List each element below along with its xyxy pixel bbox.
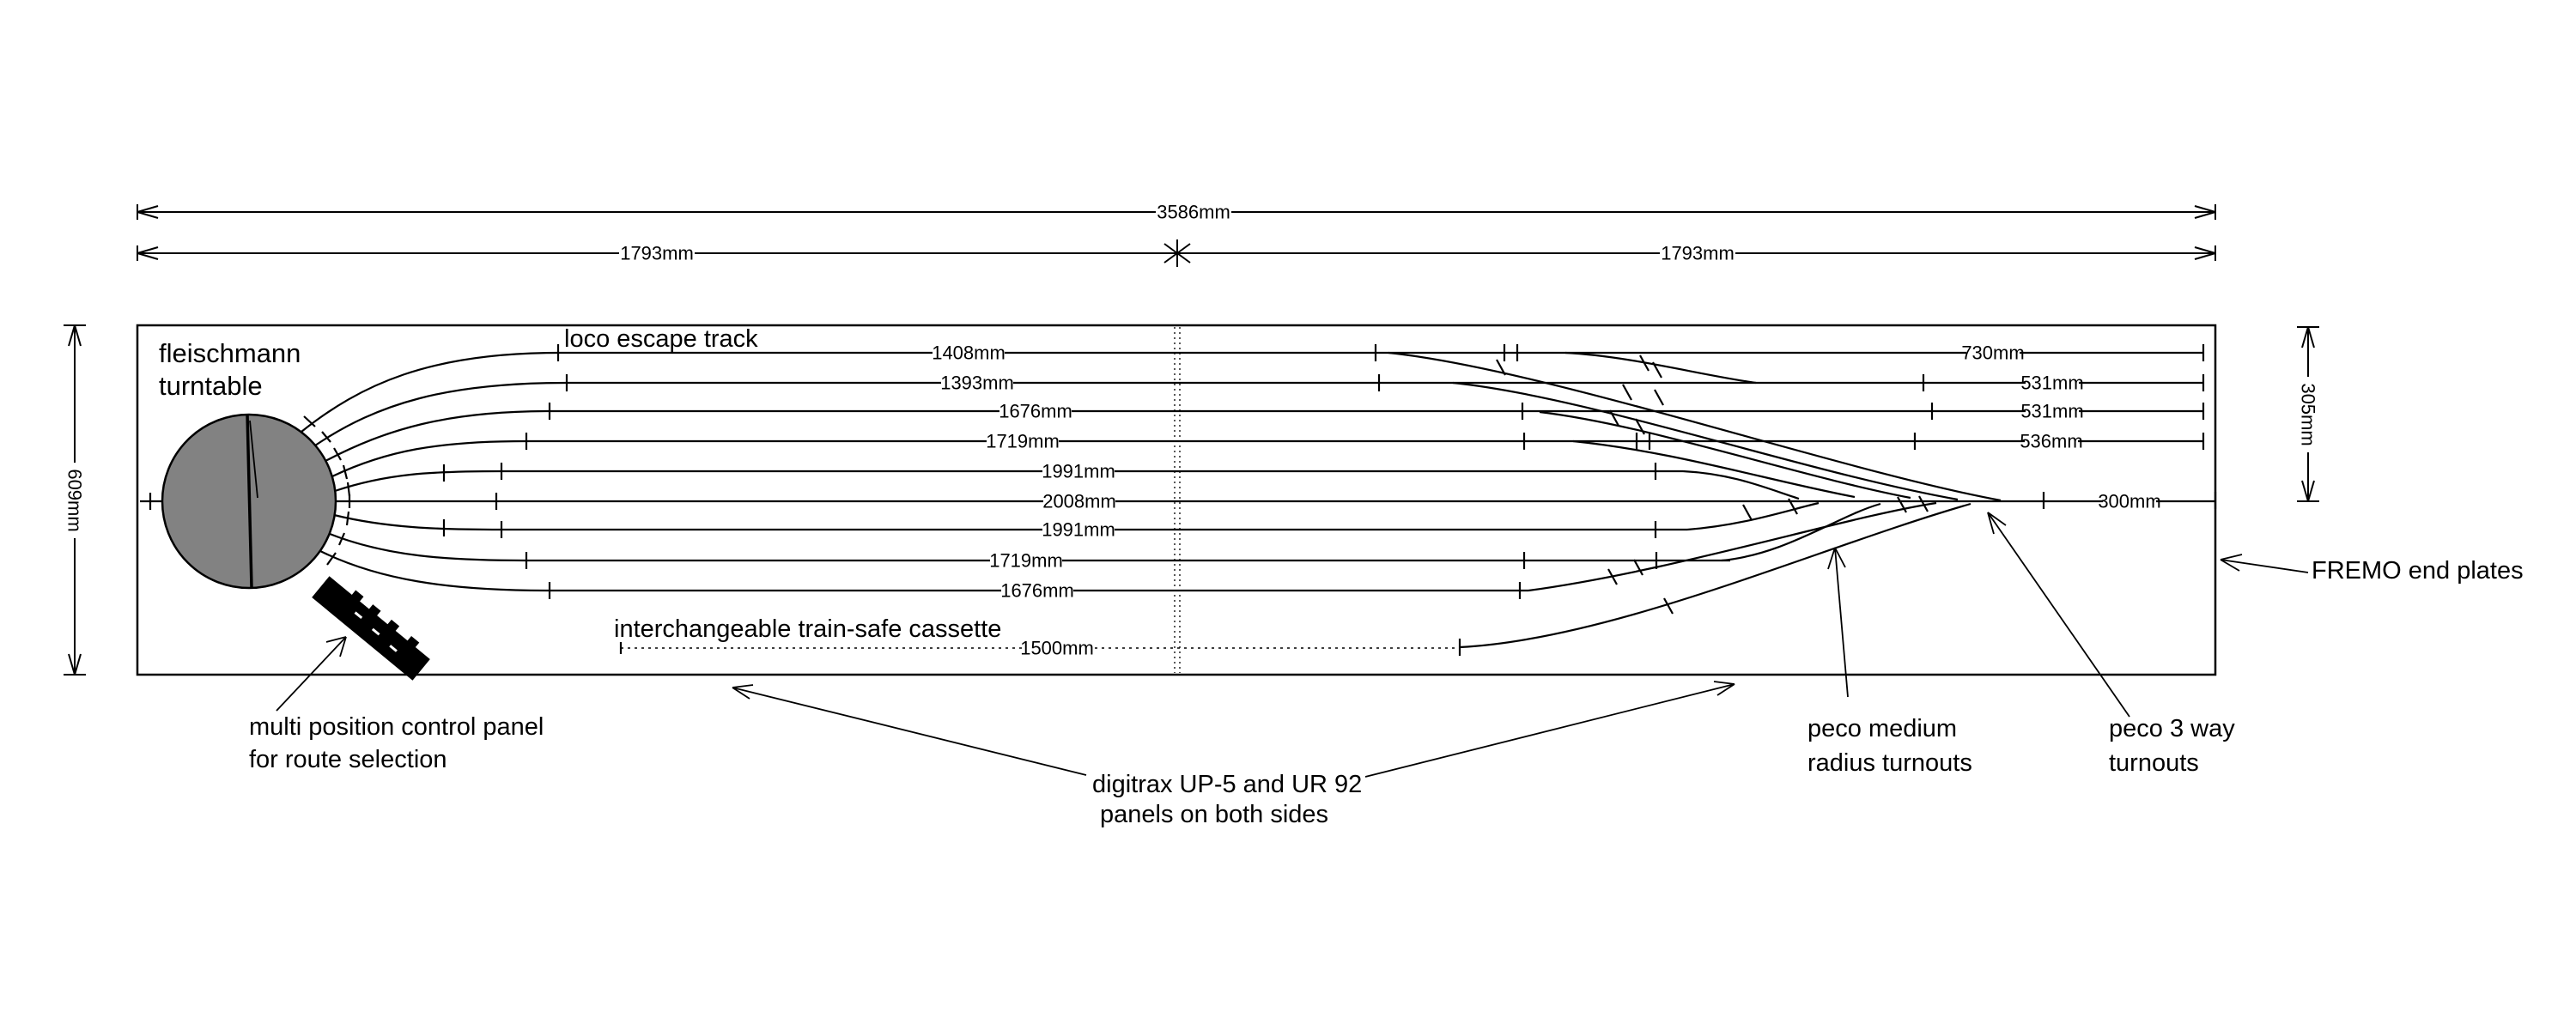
digitrax-right-arrow xyxy=(1364,681,1735,778)
right-height-label: 305mm xyxy=(2298,383,2319,445)
cassette-length-label: 1500mm xyxy=(1020,638,1094,659)
track-length-label: 1676mm xyxy=(1000,580,1074,602)
dimension-half-widths xyxy=(137,239,2216,267)
control-panel-label-line2: for route selection xyxy=(249,746,447,773)
control-panel-arrow xyxy=(276,636,347,712)
dimension-label-bg xyxy=(2297,377,2319,452)
total-width-label: 3586mm xyxy=(1157,202,1230,223)
track-length-label: 1393mm xyxy=(940,373,1014,394)
track-length-label: 1719mm xyxy=(986,431,1060,452)
control-panel xyxy=(312,576,430,681)
track-length-labels: 1408mm 1393mm 1676mm 1719mm 1991mm 2008m… xyxy=(932,342,2161,659)
stub-length-label: 536mm xyxy=(2020,431,2082,452)
control-panel-label-line1: multi position control panel xyxy=(249,713,544,741)
turntable-bridge xyxy=(246,414,253,588)
dimension-label-bg xyxy=(64,463,86,538)
peco-3way-label-line1: peco 3 way xyxy=(2109,715,2235,742)
tick-marks xyxy=(149,344,2217,656)
peco-medium-label-line1: peco medium xyxy=(1807,715,1957,742)
peco-3way-arrow xyxy=(1987,512,2130,718)
peco-medium-label-line2: radius turnouts xyxy=(1807,749,1972,777)
right-half-label: 1793mm xyxy=(1661,243,1735,264)
turnout-ladder-curves xyxy=(1388,351,2002,649)
dimension-label-bg xyxy=(619,242,695,264)
track-length-label: 2008mm xyxy=(1042,491,1116,512)
pointer-arrows xyxy=(276,512,2309,778)
peco-medium-arrow xyxy=(1827,547,1849,698)
fremo-label: FREMO end plates xyxy=(2312,557,2524,585)
track-length-label: 1408mm xyxy=(932,342,1005,364)
loco-escape-label: loco escape track xyxy=(564,325,758,353)
turntable-fan-curves xyxy=(301,351,568,592)
track-length-label: 1676mm xyxy=(999,401,1072,422)
turntable-bridge-edge xyxy=(249,420,258,499)
peco-3way-label-line2: turnouts xyxy=(2109,749,2199,777)
track-length-label: 1719mm xyxy=(989,550,1063,572)
cassette-label: interchangeable train-safe cassette xyxy=(614,615,1001,643)
digitrax-left-arrow xyxy=(732,684,1087,776)
track-length-label: 1991mm xyxy=(1042,461,1115,482)
stub-length-label: 531mm xyxy=(2020,373,2083,394)
turntable-label-line1: fleischmann xyxy=(159,338,301,368)
board-height-label: 609mm xyxy=(64,469,86,531)
center-stub-length-label: 300mm xyxy=(2098,491,2160,512)
stub-length-label: 730mm xyxy=(1961,342,2024,364)
fremo-arrow xyxy=(2220,554,2309,573)
baseboard-outline xyxy=(136,324,2217,676)
dimension-label-bg xyxy=(1156,201,1231,223)
dimension-label-bg xyxy=(1660,242,1735,264)
stub-length-label: 531mm xyxy=(2020,401,2083,422)
left-half-label: 1793mm xyxy=(620,243,694,264)
track-straights xyxy=(140,351,2215,592)
digitrax-label-line2: panels on both sides xyxy=(1100,801,1328,828)
turntable xyxy=(161,413,337,590)
digitrax-label-line1: digitrax UP-5 and UR 92 xyxy=(1092,771,1362,798)
track-length-label: 1991mm xyxy=(1042,519,1115,541)
turntable-label-line2: turntable xyxy=(159,371,263,401)
board-joint-dotted-line xyxy=(1174,327,1181,673)
